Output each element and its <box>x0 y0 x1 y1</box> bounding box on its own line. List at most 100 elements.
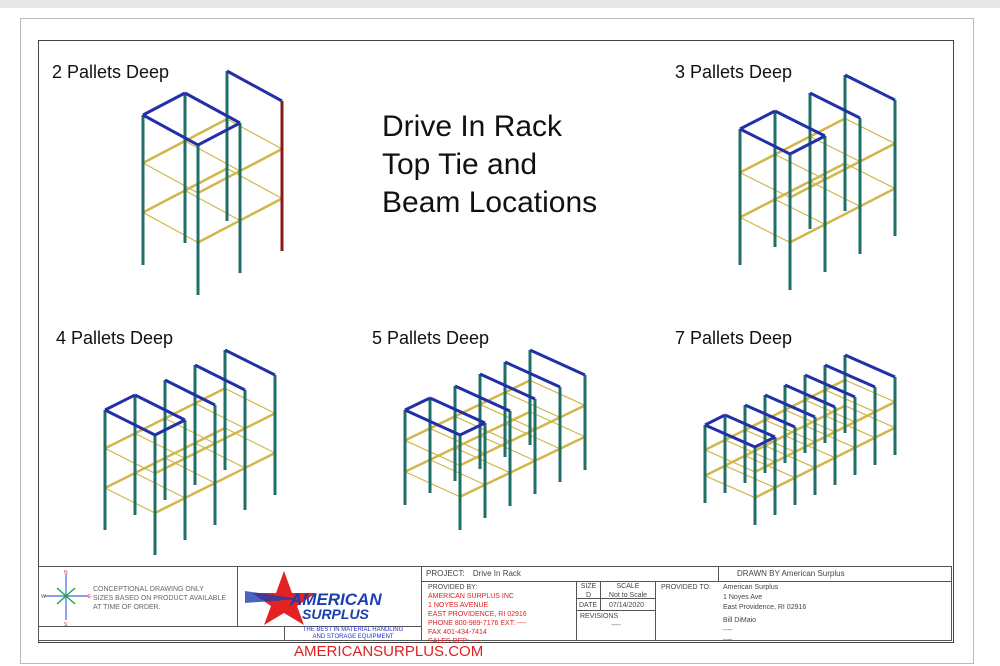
rack-2-deep <box>141 69 284 295</box>
rack-5-deep <box>403 348 587 530</box>
provided-by-label: PROVIDED BY: <box>428 584 478 591</box>
rail <box>844 405 896 429</box>
rail <box>744 455 796 479</box>
rail <box>226 118 283 150</box>
provided-by-line: EAST PROVIDENCE, RI 02916 <box>428 611 527 618</box>
top-tie <box>479 372 536 401</box>
rail <box>804 399 856 423</box>
size-cell: SIZE D <box>576 581 601 599</box>
top-tie <box>142 91 186 117</box>
rail <box>184 140 241 172</box>
provided-to-line: East Providence, RI 02916 <box>723 604 807 611</box>
top-tie <box>789 134 826 156</box>
project-label: PROJECT: <box>426 569 465 578</box>
title-line: Beam Locations <box>382 186 598 219</box>
project-value: Drive In Rack <box>472 569 521 578</box>
top-tie <box>164 378 216 407</box>
rail <box>224 387 276 414</box>
rail <box>164 417 216 444</box>
rail <box>404 471 461 498</box>
provided-to-line: ---- <box>723 637 733 644</box>
project-cell: PROJECT: Drive In Rack <box>421 566 719 582</box>
rail <box>704 449 756 473</box>
top-tie <box>194 363 246 392</box>
beam <box>739 162 846 219</box>
svg-text:SURPLUS: SURPLUS <box>302 606 370 622</box>
rack-label-4-deep: 4 Pallets Deep <box>56 328 174 348</box>
top-tie <box>844 353 896 379</box>
svg-text:S: S <box>64 622 68 626</box>
rail <box>774 198 826 225</box>
beam <box>789 187 896 244</box>
note-line: AT TIME OF ORDER. <box>93 604 161 611</box>
drawing-title: Drive In Rack Top Tie and Beam Locations <box>382 108 597 222</box>
top-tie <box>774 109 826 138</box>
rail <box>104 487 156 514</box>
rail <box>404 439 461 466</box>
tagline-line: THE BEST IN MATERIAL HANDLING <box>302 627 404 633</box>
revisions-label: REVISIONS <box>580 613 619 620</box>
rail <box>134 432 186 459</box>
rail <box>224 427 276 454</box>
rail <box>774 153 826 181</box>
rail <box>504 391 561 418</box>
svg-text:W: W <box>41 594 46 600</box>
rail <box>824 415 876 439</box>
rail <box>724 465 776 489</box>
top-tie <box>104 393 136 412</box>
top-tie <box>504 360 561 389</box>
provided-by-line: AMERICAN SURPLUS INC <box>428 593 514 600</box>
provided-to-line: ---- <box>723 627 733 634</box>
rail <box>142 162 199 194</box>
rail <box>529 411 586 438</box>
size-value: D <box>585 592 592 599</box>
rail <box>764 419 816 443</box>
rack-label-2-deep: 2 Pallets Deep <box>52 62 170 82</box>
revisions-value: ---- <box>611 622 621 629</box>
rack-3-deep <box>738 73 897 290</box>
note-line: SIZES BASED ON PRODUCT AVAILABLE <box>93 595 227 602</box>
top-tie <box>809 91 861 120</box>
rail <box>104 447 156 474</box>
top-tie <box>824 363 876 389</box>
scale-label: SCALE <box>616 583 640 590</box>
top-tie <box>429 396 486 425</box>
rack-7-deep <box>703 353 897 525</box>
rail <box>142 211 199 244</box>
rail <box>529 379 586 406</box>
rail <box>784 435 836 459</box>
svg-text:AMERICAN: AMERICAN <box>289 590 382 609</box>
top-tie <box>784 383 836 409</box>
top-tie <box>154 418 186 437</box>
rail <box>454 415 511 442</box>
top-tie <box>197 121 241 147</box>
blank-cell <box>38 626 285 641</box>
logo-cell: AMERICAN SURPLUS <box>237 566 422 627</box>
top-tie <box>404 408 461 437</box>
provided-to-cell: PROVIDED TO: American Surplus 1 Noyes Av… <box>655 581 952 644</box>
rail <box>704 475 756 499</box>
top-tie <box>224 348 276 377</box>
drawn-by-cell: DRAWN BY American Surplus <box>718 566 952 582</box>
rail <box>226 167 283 200</box>
title-line: Drive In Rack <box>382 110 563 143</box>
rail <box>429 427 486 454</box>
top-tie <box>142 113 199 147</box>
rail <box>739 171 791 199</box>
beam <box>704 378 846 452</box>
rail <box>764 445 816 469</box>
top-tie <box>754 435 776 449</box>
top-tie <box>724 413 776 439</box>
viewer-top-bar <box>0 0 1000 8</box>
note-cell: N S E W CONCEPTIONAL DRAWING ONLY SIZES … <box>38 566 238 627</box>
website-link[interactable]: AMERICANSURPLUS.COM <box>294 643 484 660</box>
scale-value: Not to Scale <box>608 592 648 599</box>
rack-label-5-deep: 5 Pallets Deep <box>372 328 490 348</box>
provided-by-cell: PROVIDED BY: AMERICAN SURPLUS INC 1 NOYE… <box>421 581 577 645</box>
svg-text:E: E <box>88 594 91 600</box>
top-tie <box>739 109 776 131</box>
top-tie <box>844 73 896 102</box>
drawing-border <box>38 40 954 643</box>
rail <box>194 442 246 469</box>
top-tie <box>454 384 511 413</box>
